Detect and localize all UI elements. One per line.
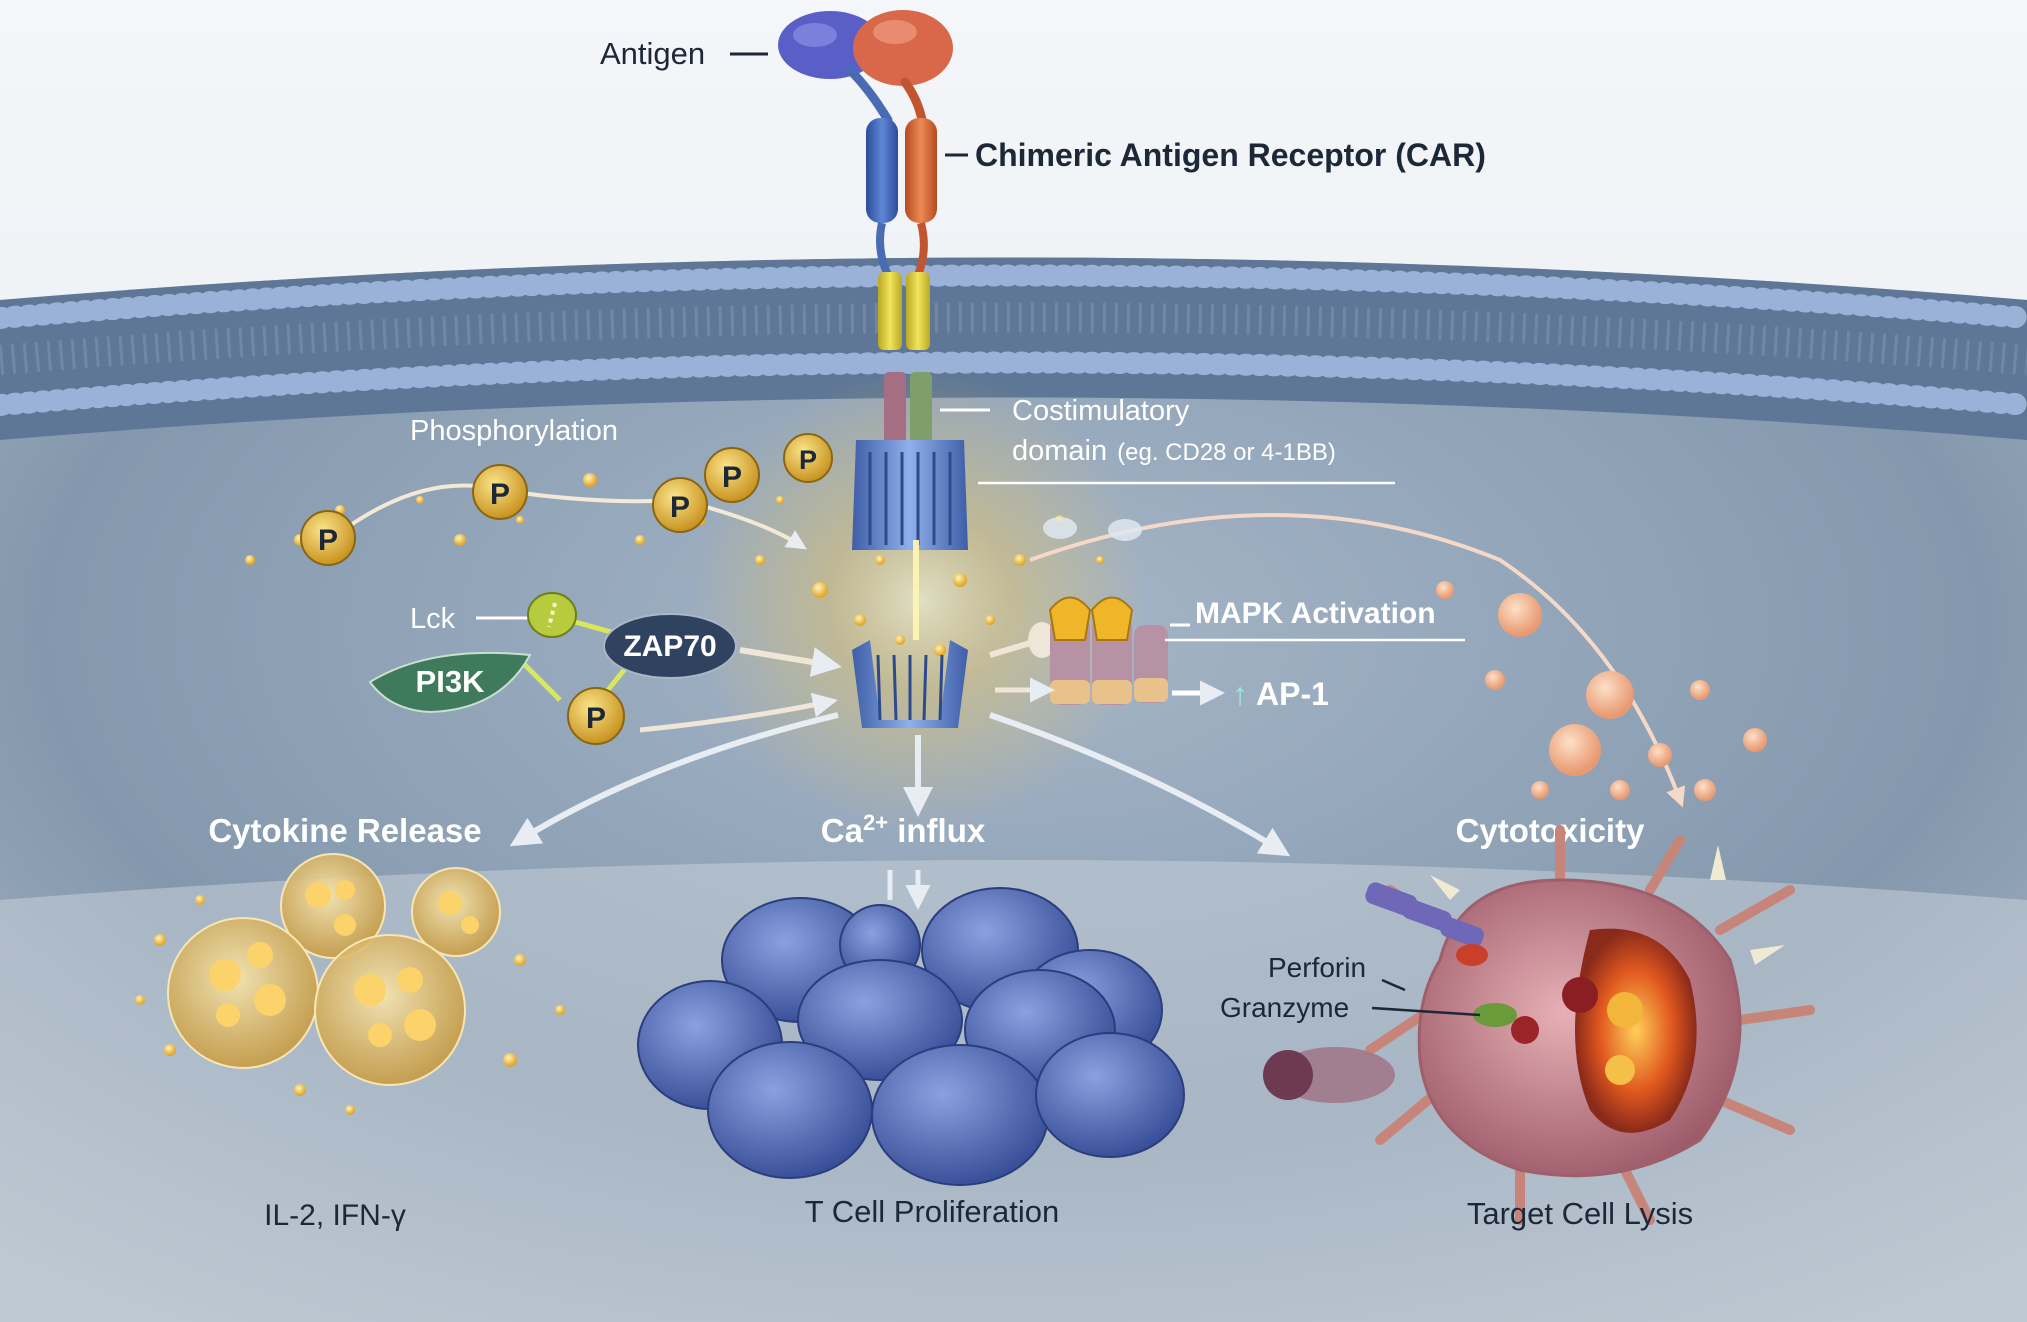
phosphorylation-label: Phosphorylation bbox=[410, 415, 618, 447]
cytotoxicity-arrow bbox=[989, 712, 1291, 857]
ap1-text: AP-1 bbox=[1256, 676, 1329, 712]
svg-text:P: P bbox=[799, 445, 817, 475]
perforin-leader-line bbox=[1381, 978, 1406, 992]
car-label: Chimeric Antigen Receptor (CAR) bbox=[975, 137, 1486, 173]
cytokine-vesicles bbox=[135, 853, 565, 1115]
il2-ifn-label: IL-2, IFN-γ bbox=[264, 1199, 406, 1232]
svg-text:P: P bbox=[318, 524, 338, 557]
svg-text:P: P bbox=[670, 491, 690, 524]
mapk-complex bbox=[1048, 596, 1168, 705]
mapk-label: MAPK Activation bbox=[1195, 597, 1436, 630]
cytotoxic-granules bbox=[1436, 581, 1767, 801]
ca-influx-label: Ca2+ influx bbox=[821, 810, 986, 849]
signaling-channel-lower bbox=[852, 640, 968, 728]
t-cell-cluster bbox=[637, 887, 1185, 1186]
lysis-rupture bbox=[1575, 928, 1697, 1133]
phospho-group-2: P bbox=[472, 464, 528, 520]
cell-membrane bbox=[0, 257, 2027, 440]
zap70-to-receptor-arrow bbox=[739, 647, 842, 677]
signal-glow bbox=[690, 370, 1150, 830]
signaling-channel-upper bbox=[852, 440, 968, 550]
transmembrane-domain-left bbox=[878, 272, 902, 350]
cytokine-release-arrow bbox=[509, 712, 839, 847]
costimulatory-domain-right bbox=[910, 372, 932, 454]
ca-influx-ca: Ca bbox=[821, 812, 864, 849]
costim-label-line2: domain (eg. CD28 or 4-1BB) bbox=[1012, 435, 1336, 467]
phospho-group-4: P bbox=[704, 447, 760, 503]
pi3k-to-receptor-arrow bbox=[639, 692, 838, 733]
cytotoxicity-label: Cytotoxicity bbox=[1456, 812, 1646, 849]
svg-text:P: P bbox=[586, 702, 606, 735]
phospho-groups-top: P P P P P bbox=[300, 433, 833, 566]
phospho-group-3: P bbox=[652, 477, 708, 533]
proliferation-arrows bbox=[887, 870, 918, 900]
phosphorylation-arrow bbox=[328, 483, 807, 550]
svg-text:P: P bbox=[722, 461, 742, 494]
costim-label-domain: domain bbox=[1012, 435, 1107, 467]
ca-influx-superscript: 2+ bbox=[863, 810, 888, 835]
pi3k-kinase bbox=[368, 651, 532, 714]
scfv-orange-domain bbox=[905, 118, 937, 223]
costim-label-example: (eg. CD28 or 4-1BB) bbox=[1117, 439, 1336, 466]
zap70-label: ZAP70 bbox=[623, 630, 716, 663]
perforin-granzyme-complex bbox=[1263, 882, 1517, 1103]
antigen-label: Antigen bbox=[600, 36, 705, 71]
ca-influx-rest: influx bbox=[888, 812, 986, 849]
cytokine-release-label: Cytokine Release bbox=[208, 812, 481, 849]
ap1-label: ↑AP-1 bbox=[1232, 676, 1329, 712]
lck-label: Lck bbox=[410, 603, 456, 635]
costimulatory-domain-left bbox=[884, 372, 906, 454]
perforin-label: Perforin bbox=[1268, 952, 1366, 983]
ap1-up-arrow: ↑ bbox=[1232, 676, 1248, 712]
phospho-group-5: P bbox=[783, 433, 833, 483]
pi3k-label: PI3K bbox=[416, 664, 486, 699]
svg-text:P: P bbox=[490, 478, 510, 511]
t-cell-proliferation-label: T Cell Proliferation bbox=[805, 1194, 1059, 1229]
granzyme-leader-line bbox=[1371, 1006, 1481, 1017]
phospho-group-1: P bbox=[300, 510, 356, 566]
pale-vesicles bbox=[1043, 517, 1142, 541]
lck-kinase bbox=[527, 592, 577, 638]
phospho-group-pi3k: P bbox=[567, 687, 625, 745]
transmembrane-domain-right bbox=[906, 272, 930, 350]
car-receptor bbox=[778, 10, 968, 728]
target-cell-lysis-label: Target Cell Lysis bbox=[1467, 1196, 1693, 1231]
costim-label-line1: Costimulatory bbox=[1012, 395, 1190, 427]
target-cell bbox=[1365, 825, 1815, 1225]
scfv-blue-domain bbox=[866, 118, 898, 223]
granzyme-label: Granzyme bbox=[1220, 992, 1349, 1023]
